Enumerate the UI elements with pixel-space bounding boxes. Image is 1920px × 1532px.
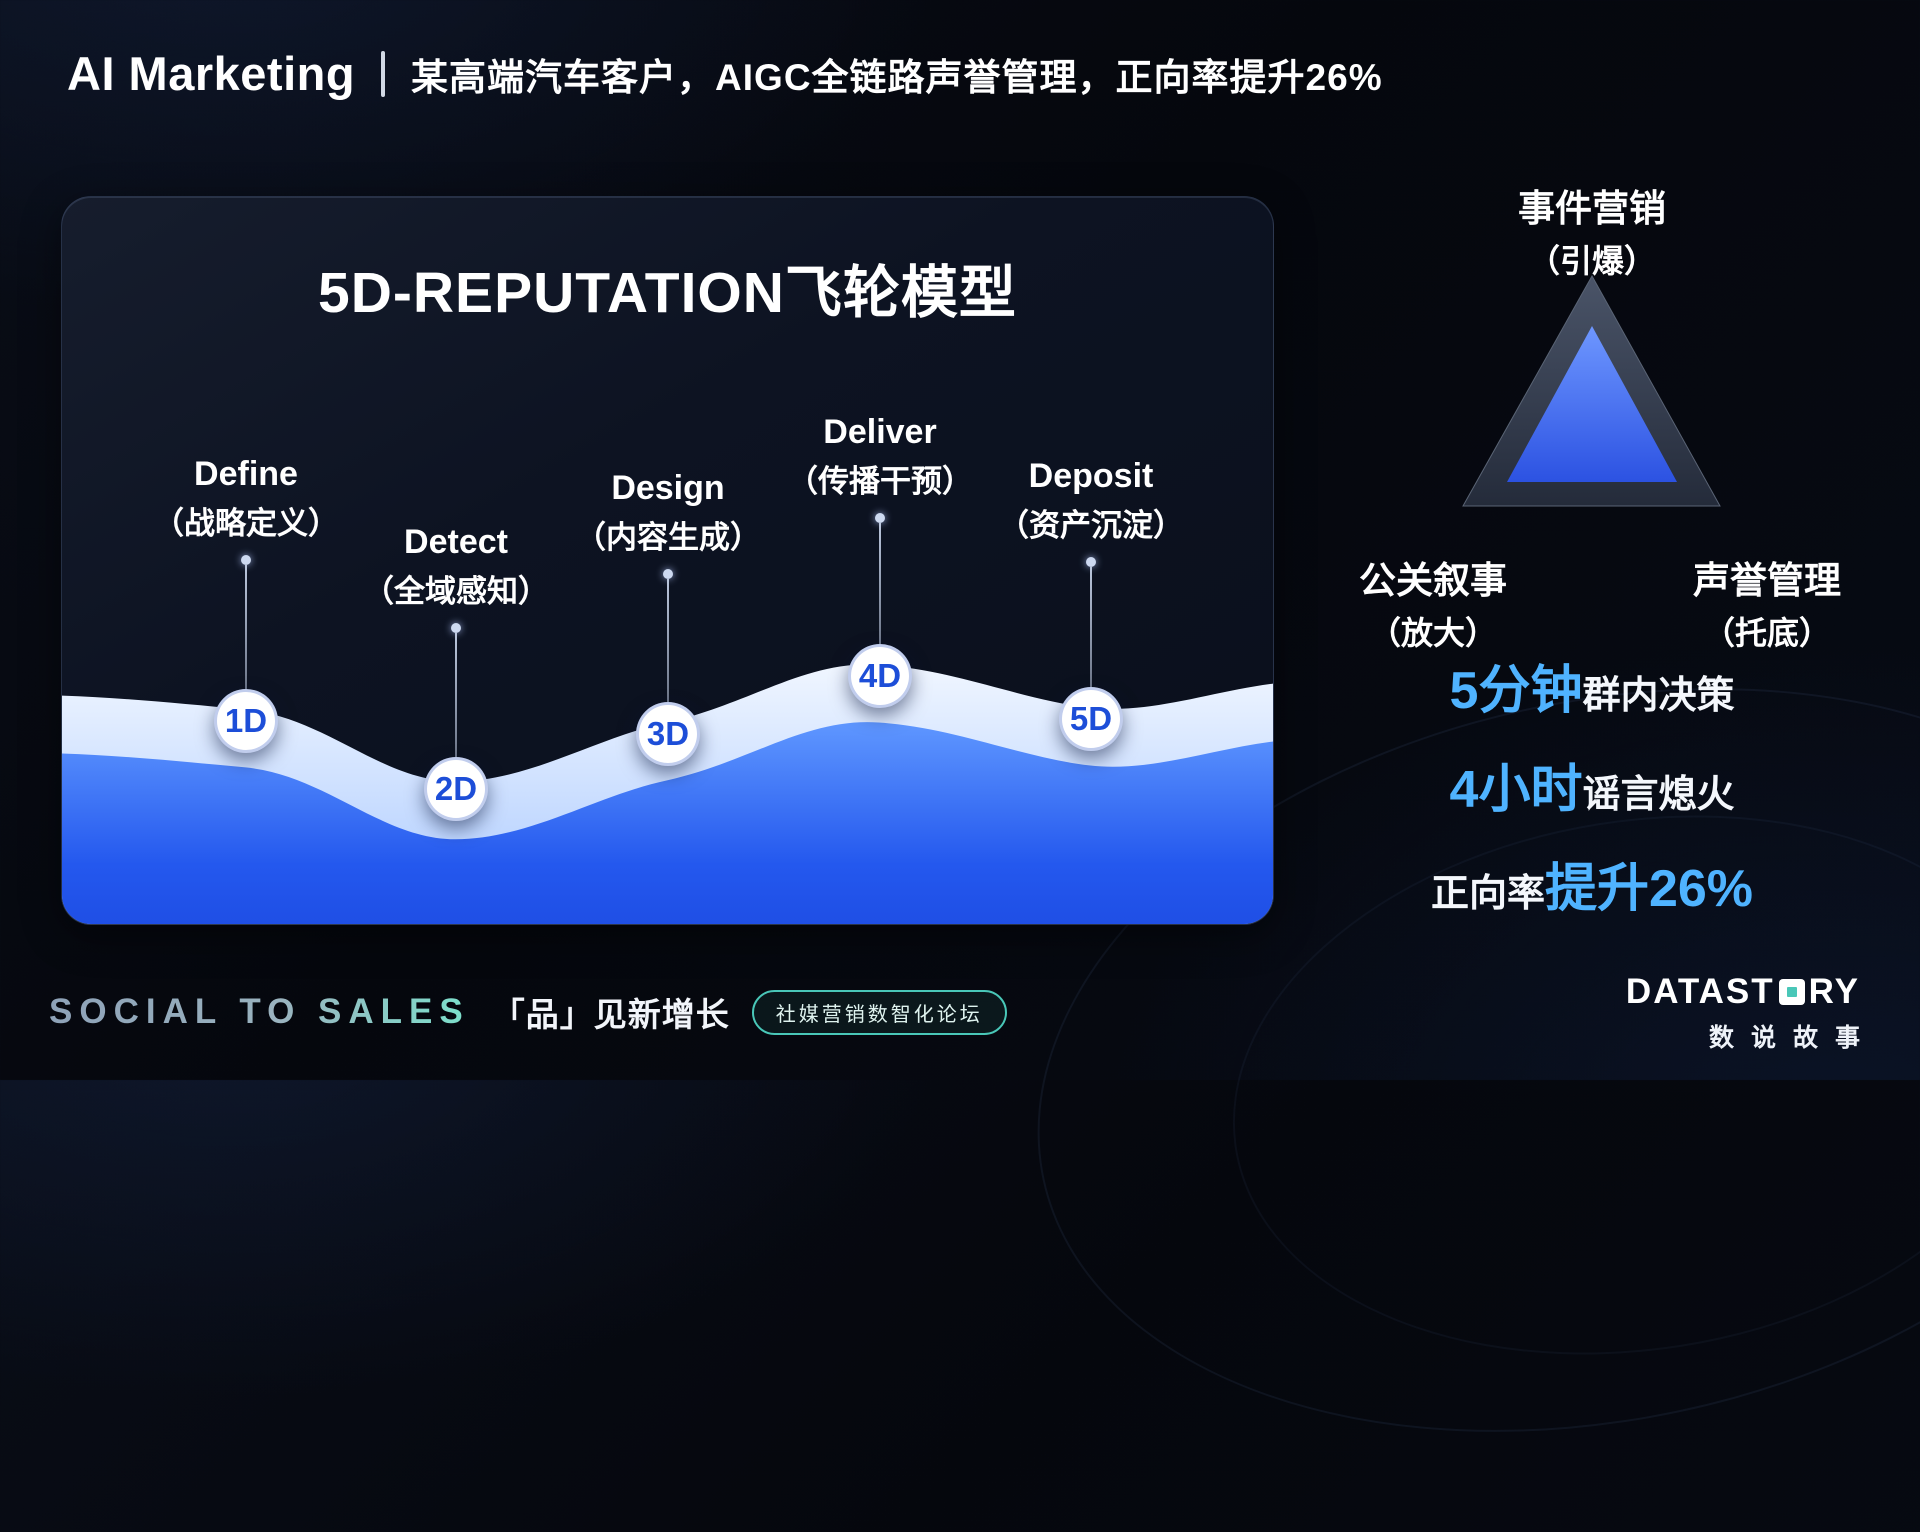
- stage-sub: （资产沉淀）: [998, 508, 1184, 543]
- stage-badge: 5D: [1059, 687, 1123, 751]
- stage-sub: （传播干预）: [787, 464, 973, 499]
- event-slogan: 「品」见新增长: [491, 996, 730, 1033]
- logo-text-left: DATAST: [1625, 972, 1775, 1011]
- logo-text-right: RY: [1808, 972, 1860, 1011]
- stage-deposit: Deposit （资产沉淀） 5D: [951, 457, 1231, 751]
- header-divider: [381, 50, 386, 97]
- stage-design: Design （内容生成） 3D: [528, 469, 808, 766]
- stage-badge: 4D: [848, 644, 912, 708]
- stat-accent: 4小时: [1449, 761, 1583, 819]
- datastory-wordmark: DATAST RY: [1626, 972, 1860, 1012]
- datastory-logo: DATAST RY 数说故事: [1626, 972, 1860, 1054]
- stage-sub: （全域感知）: [363, 574, 549, 609]
- connector-dot: [875, 513, 885, 523]
- kpi-stats: 5分钟群内决策 4小时谣言熄火 正向率提升26%: [1292, 648, 1892, 945]
- connector-dot: [663, 569, 673, 579]
- stage-name: Deposit: [1028, 457, 1154, 495]
- connector-line: [879, 523, 881, 644]
- pyramid-top-label: 事件营销 （引爆）: [1442, 178, 1742, 282]
- connector-line: [667, 579, 669, 702]
- logo-square-icon: [1778, 979, 1805, 1005]
- pyramid-right-title: 声誉管理: [1693, 560, 1841, 601]
- stage-deliver: Deliver （传播干预） 4D: [740, 413, 1020, 708]
- connector-dot: [241, 555, 251, 565]
- stage-sub: （战略定义）: [153, 506, 339, 541]
- stage-badge: 3D: [636, 702, 700, 766]
- pyramid-left-title: 公关叙事: [1359, 560, 1507, 601]
- forum-badge: 社媒营销数智化论坛: [751, 989, 1007, 1035]
- page-title: AI Marketing: [67, 47, 356, 100]
- connector-dot: [1086, 557, 1096, 567]
- event-brand-logo: SOCIAL TO SALES: [49, 992, 470, 1031]
- stat-rumor-time: 4小时谣言熄火: [1292, 747, 1892, 822]
- stat-decision-time: 5分钟群内决策: [1292, 648, 1892, 723]
- stat-positive-rate: 正向率提升26%: [1292, 846, 1892, 921]
- connector-dot: [451, 623, 461, 633]
- pyramid-right-label: 声誉管理 （托底）: [1637, 550, 1897, 654]
- page-subtitle: 某高端汽车客户，AIGC全链路声誉管理，正向率提升26%: [411, 56, 1383, 98]
- connector-line: [455, 633, 457, 757]
- pyramid-left-label: 公关叙事 （放大）: [1303, 550, 1563, 654]
- connector-line: [245, 565, 247, 689]
- stage-badge: 2D: [424, 757, 488, 821]
- stage-name: Deliver: [823, 413, 937, 451]
- datastory-cn-name: 数说故事: [1708, 1024, 1877, 1052]
- stat-accent: 5分钟: [1449, 662, 1583, 720]
- stat-text: 群内决策: [1582, 675, 1735, 717]
- pyramid-top-sub: （引爆）: [1527, 243, 1656, 279]
- stage-define: Define （战略定义） 1D: [106, 455, 386, 753]
- stage-detect: Detect （全域感知） 2D: [316, 523, 596, 821]
- connector-line: [1090, 567, 1092, 687]
- stage-badge: 1D: [214, 689, 278, 753]
- stage-sub: （内容生成）: [575, 520, 761, 555]
- pyramid-top-title: 事件营销: [1518, 188, 1666, 229]
- stage-name: Detect: [404, 523, 508, 561]
- header: AI Marketing 某高端汽车客户，AIGC全链路声誉管理，正向率提升26…: [67, 46, 1383, 101]
- wave-graphic: [62, 664, 1273, 924]
- footer-left: SOCIAL TO SALES 「品」见新增长 社媒营销数智化论坛: [49, 988, 1007, 1036]
- flywheel-model-card: 5D-REPUTATION飞轮模型 Define （战略定义） 1D Detec…: [61, 196, 1274, 925]
- pyramid-graphic: [1462, 274, 1721, 507]
- stage-name: Define: [194, 455, 298, 493]
- pyramid-left-sub: （放大）: [1368, 615, 1497, 651]
- pyramid-right-sub: （托底）: [1702, 615, 1831, 651]
- stat-text: 谣言熄火: [1582, 774, 1735, 816]
- stat-text: 正向率: [1430, 873, 1545, 915]
- stage-name: Design: [611, 469, 725, 507]
- stat-accent: 提升26%: [1544, 860, 1754, 918]
- model-title: 5D-REPUTATION飞轮模型: [318, 261, 1017, 325]
